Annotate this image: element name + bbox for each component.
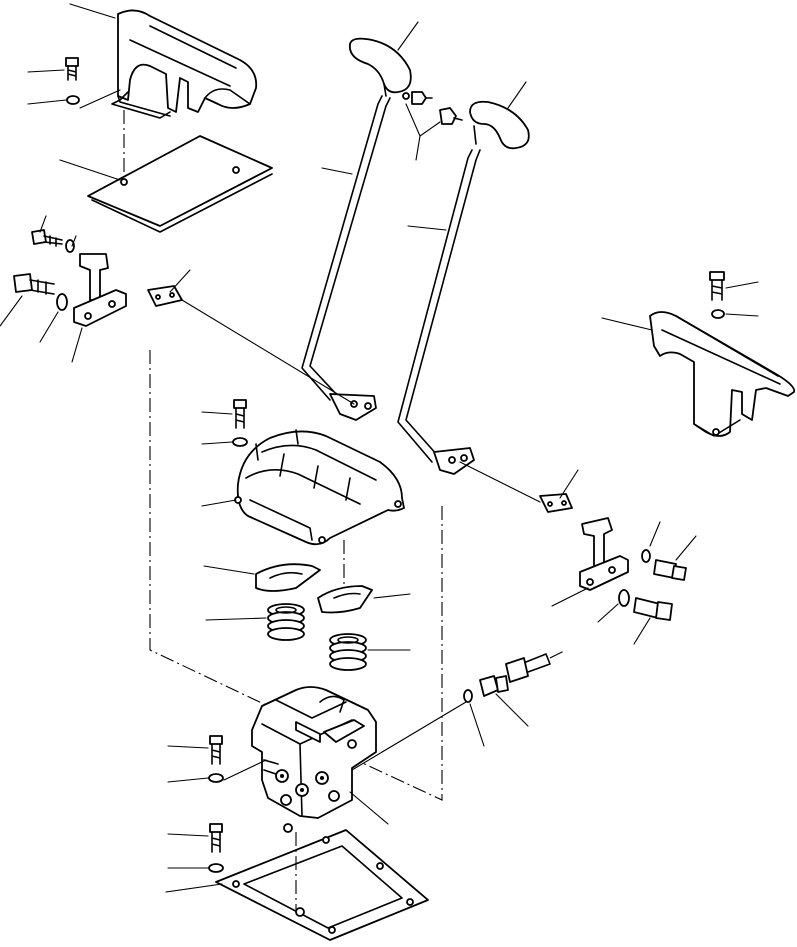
left-lever-rod [301, 95, 391, 421]
elbow-fitting [479, 675, 509, 697]
washer-6 [618, 589, 630, 607]
linkage-line [181, 299, 355, 405]
fitting-2 [439, 107, 463, 125]
left-spring [267, 603, 305, 641]
bolt-7 [233, 399, 247, 429]
center-line [149, 350, 269, 707]
linkage-line [459, 461, 541, 503]
washer-3 [65, 239, 75, 253]
bolt-3 [31, 229, 63, 247]
bolt-9 [209, 823, 223, 853]
leader-line [349, 791, 389, 825]
leader-line [167, 833, 209, 837]
leader-line [601, 317, 653, 331]
leader-line [165, 883, 223, 893]
washer-1 [66, 95, 80, 105]
washer-4 [56, 293, 68, 311]
washer-9 [208, 863, 224, 873]
leader-line [201, 411, 233, 415]
leader-line [223, 759, 267, 781]
leader-line [405, 103, 441, 137]
pilot-control-valve [251, 686, 377, 819]
leader-line [373, 593, 411, 599]
leader-line [675, 535, 697, 561]
link-block-right [539, 493, 573, 513]
bolt-6 [633, 597, 673, 621]
leader-line [167, 745, 209, 749]
right-seat-plate [317, 585, 373, 614]
leader-line [725, 313, 759, 317]
left-pivot-bracket [73, 253, 127, 327]
hose-adapter [505, 649, 567, 683]
bolt-2 [709, 271, 725, 301]
leader-line [633, 617, 651, 645]
right-console-cover [649, 311, 796, 437]
valve-boot-cover [234, 429, 405, 546]
leader-line [725, 281, 759, 289]
washer-7 [232, 437, 248, 447]
leader-line [27, 69, 65, 73]
bolt-8 [209, 735, 223, 765]
right-spring [329, 633, 367, 671]
bolt-5 [653, 559, 687, 581]
leader-line [79, 89, 121, 109]
leader-line [407, 225, 447, 231]
leader-line [201, 441, 233, 445]
o-ring-1 [463, 689, 473, 703]
left-seat-plate [255, 563, 321, 592]
right-pivot-bracket [579, 517, 629, 591]
valve-mounting-plate [215, 823, 429, 941]
fitting-1 [402, 91, 433, 105]
right-lever-knob [469, 81, 530, 150]
leader-line [597, 603, 619, 623]
washer-2 [711, 309, 725, 319]
leader-line [469, 703, 485, 747]
center-line [355, 506, 443, 801]
leader-line [167, 777, 209, 783]
leader-line [39, 311, 59, 343]
link-block-left [147, 285, 183, 307]
left-lever-knob [348, 21, 419, 97]
leader-line [559, 469, 579, 499]
washer-5 [641, 549, 651, 563]
bolt-1 [65, 57, 79, 81]
leader-line [201, 499, 237, 507]
leader-line [69, 3, 116, 19]
leader-line [321, 167, 353, 175]
right-lever-rod [397, 149, 481, 475]
bolt-4 [13, 273, 55, 295]
leader-line [71, 235, 77, 247]
leader-line [169, 269, 191, 293]
linkage-line [351, 701, 467, 771]
leader-line [495, 693, 529, 727]
left-bracket-plate [87, 135, 273, 233]
leader-line [551, 587, 589, 607]
washer-8 [208, 773, 224, 783]
leader-line [71, 327, 83, 363]
leader-line [205, 617, 267, 621]
leader-line [0, 295, 23, 327]
left-console-cover [111, 9, 258, 119]
leader-line [203, 565, 255, 575]
leader-line [649, 521, 661, 547]
leader-line [39, 215, 47, 233]
leader-line [59, 159, 121, 181]
leader-line [415, 135, 421, 161]
leader-line [27, 99, 67, 105]
